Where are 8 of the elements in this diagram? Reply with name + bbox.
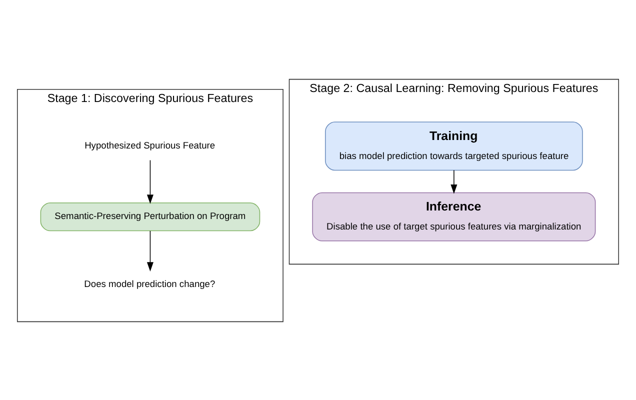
node-box: Inference Disable the use of target spurious features via marginalization — [312, 192, 596, 241]
node-text: Hypothesized Spurious Feature — [84, 140, 216, 150]
node-text: Does model prediction change? — [84, 278, 216, 288]
arrow — [146, 159, 154, 204]
arrow — [450, 169, 458, 194]
node-box: Semantic-Preserving Perturbation on Program — [40, 202, 260, 231]
arrow — [146, 230, 154, 271]
node-box: Training bias model prediction towards targeted spurious feature — [325, 121, 583, 170]
